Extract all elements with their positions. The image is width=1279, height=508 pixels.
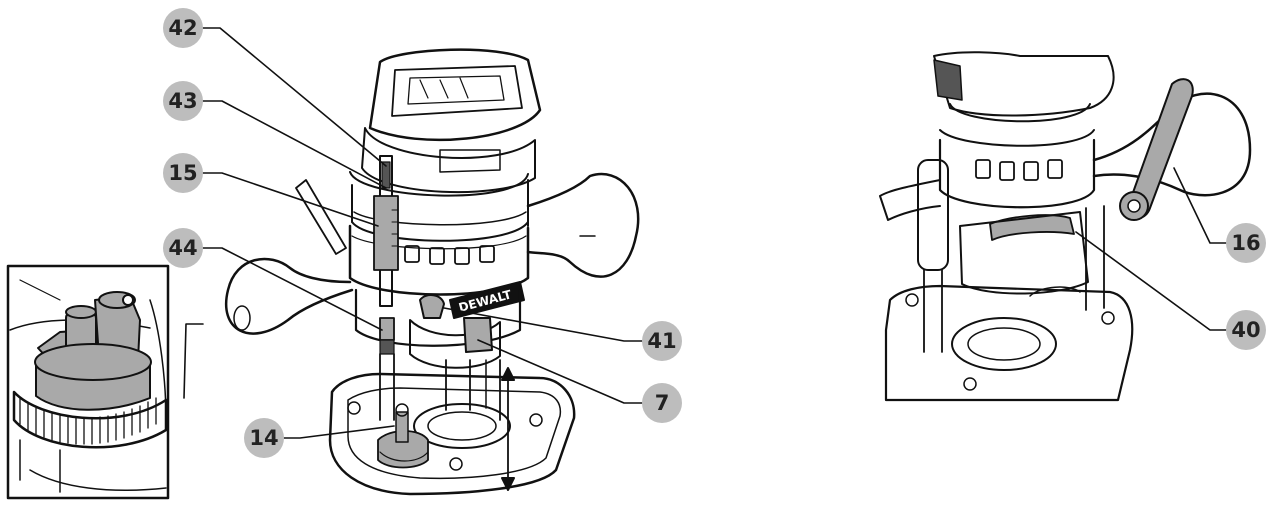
callout-14: 14: [244, 418, 284, 458]
leader-lines: [183, 27, 1227, 439]
callout-41: 41: [642, 321, 682, 361]
callout-7: 7: [642, 383, 682, 423]
callout-43: 43: [163, 81, 203, 121]
callout-44: 44: [163, 228, 203, 268]
callout-16-label: 16: [1231, 230, 1261, 255]
callout-14-label: 14: [249, 425, 279, 450]
callout-7-label: 7: [654, 390, 670, 415]
callout-42: 42: [163, 8, 203, 48]
callout-40: 40: [1226, 310, 1266, 350]
callout-15-label: 15: [168, 160, 198, 185]
router-main-view: DEWALT: [225, 48, 640, 496]
callout-15: 15: [163, 153, 203, 193]
callout-41-label: 41: [647, 328, 677, 353]
callout-44-label: 44: [168, 235, 198, 260]
callout-16: 16: [1226, 223, 1266, 263]
callout-40-label: 40: [1231, 317, 1261, 342]
depth-rod-assembly: [373, 155, 399, 421]
router-right-view: [879, 51, 1252, 402]
callout-42-label: 42: [168, 15, 198, 40]
inset-knob-detail: [6, 264, 170, 500]
callout-43-label: 43: [168, 88, 198, 113]
